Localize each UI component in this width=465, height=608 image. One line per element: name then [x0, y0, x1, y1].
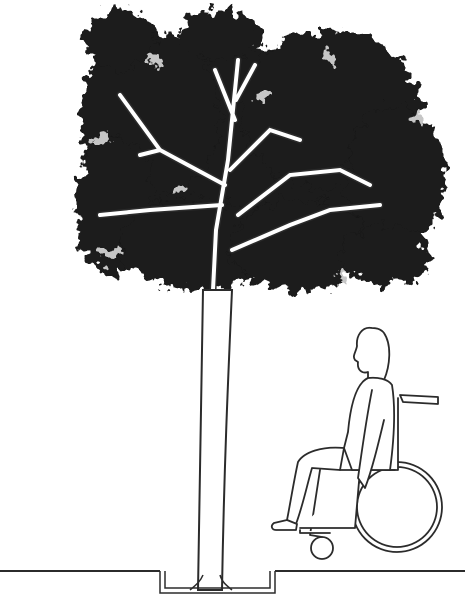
person-head	[354, 328, 389, 380]
tree-trunk	[198, 290, 232, 590]
wheelchair-user-icon	[272, 328, 442, 559]
wheelchair-front-caster	[311, 537, 333, 559]
tree-canopy	[75, 10, 445, 290]
